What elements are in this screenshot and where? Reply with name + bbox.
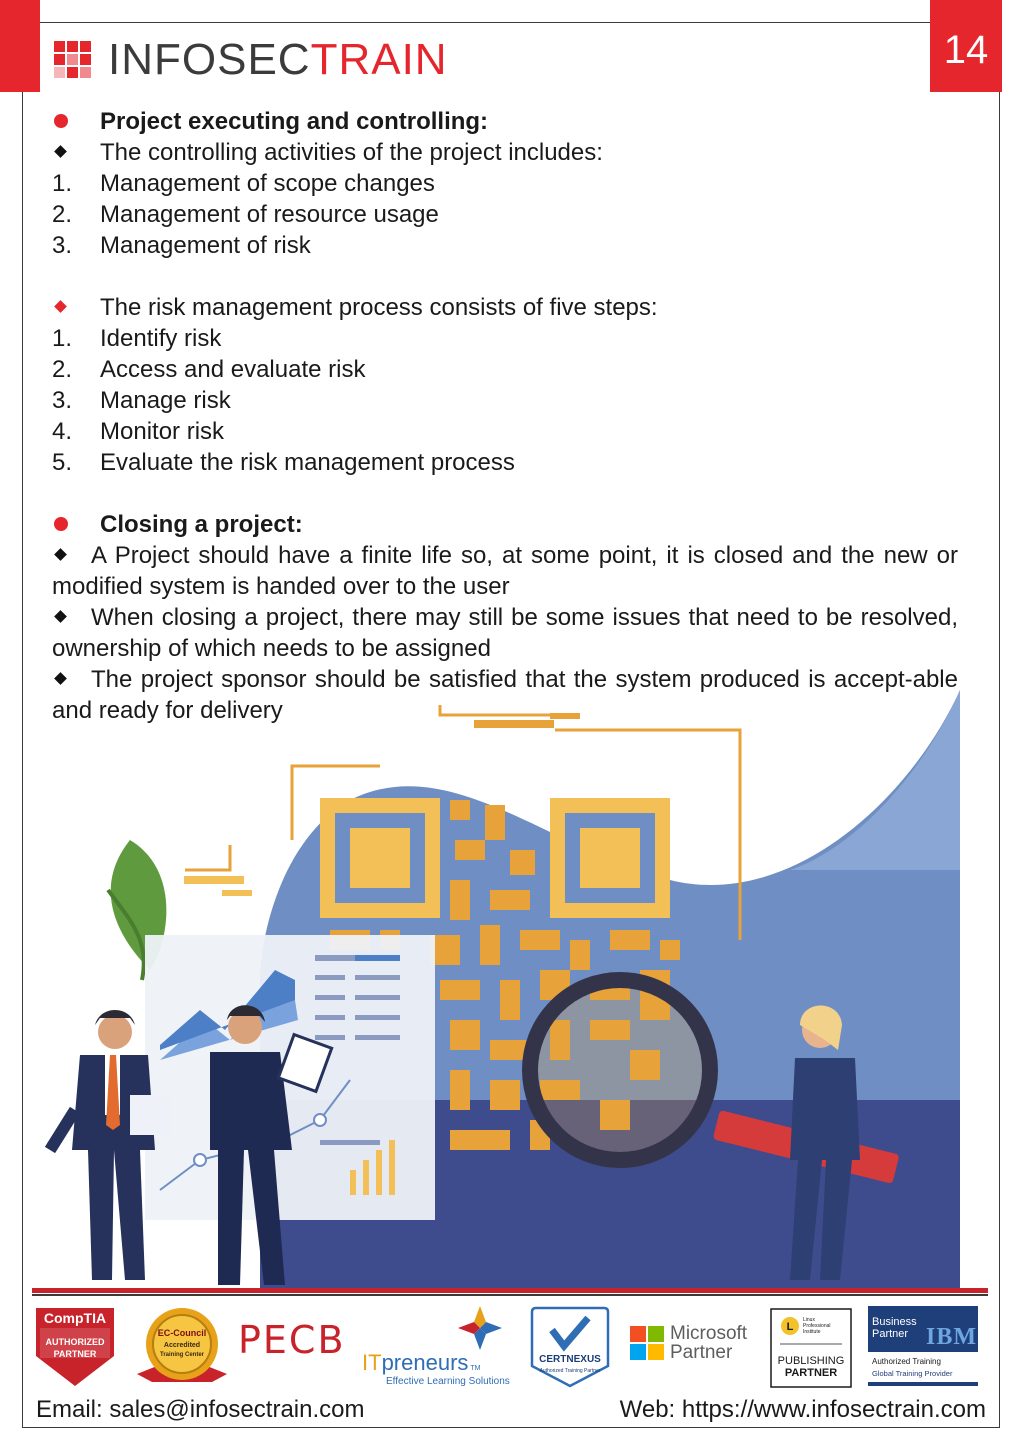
svg-text:Professional: Professional [803, 1323, 831, 1329]
red-dot-icon [54, 517, 68, 531]
svg-text:Institute: Institute [803, 1329, 821, 1335]
pecb-logo: PECB [238, 1318, 346, 1362]
itpreneurs-star-icon [458, 1306, 502, 1350]
svg-text:Partner: Partner [872, 1328, 908, 1340]
certnexus-logo: CERTNEXUS Authorized Training Partner [530, 1306, 610, 1388]
red-diamond-bullet-icon [54, 300, 67, 313]
list-item: 2. Management of resource usage [52, 201, 439, 228]
list-intro: The risk management process consists of … [52, 292, 958, 323]
section-heading: Closing a project: [52, 509, 958, 540]
lpi-publishing-partner-logo: L Linux Professional Institute PUBLISHIN… [770, 1308, 852, 1388]
list-item: 1. Identify risk [52, 325, 222, 352]
diamond-bullet-icon [54, 145, 67, 158]
microsoft-squares-icon [630, 1326, 664, 1360]
main-content: Project executing and controlling: The c… [52, 106, 958, 726]
svg-text:PARTNER: PARTNER [785, 1367, 837, 1379]
brand-logo: INFOSECTRAIN [54, 38, 448, 82]
brand-name: INFOSECTRAIN [108, 35, 448, 84]
logo-grid-icon [54, 41, 91, 78]
footer-dark-rule [32, 1294, 988, 1296]
footer-website: Web: https://www.infosectrain.com [619, 1396, 986, 1423]
comptia-logo: CompTIA AUTHORIZED PARTNER [36, 1308, 114, 1386]
diamond-bullet-icon [54, 610, 67, 623]
ibm-business-partner-logo: Business Partner IBM Authorized Training… [868, 1306, 978, 1386]
list-item: 1. Management of scope changes [52, 170, 435, 197]
paragraph: A Project should have a finite life so, … [52, 542, 958, 600]
list-item: 5. Evaluate the risk management process [52, 449, 515, 476]
svg-text:Authorized Training: Authorized Training [872, 1357, 941, 1366]
list-item: 3. Manage risk [52, 387, 231, 414]
list-item: 4. Monitor risk [52, 418, 225, 445]
svg-text:IBM: IBM [926, 1324, 977, 1350]
paragraph: When closing a project, there may still … [52, 604, 958, 662]
list-item: 2. Access and evaluate risk [52, 356, 366, 383]
svg-text:AUTHORIZED: AUTHORIZED [46, 1337, 105, 1347]
svg-text:Business: Business [872, 1316, 917, 1328]
diamond-bullet-icon [54, 548, 67, 561]
microsoft-partner-logo: Microsoft Partner [630, 1324, 760, 1368]
svg-text:EC-Council: EC-Council [158, 1328, 207, 1338]
svg-text:Accredited: Accredited [164, 1342, 200, 1349]
svg-text:CompTIA: CompTIA [44, 1310, 106, 1326]
footer-email: Email: sales@infosectrain.com [36, 1396, 365, 1423]
svg-text:Authorized Training Partner: Authorized Training Partner [540, 1368, 601, 1374]
footer-red-rule [32, 1288, 988, 1293]
svg-text:CERTNEXUS: CERTNEXUS [539, 1354, 601, 1365]
ec-council-seal: EC-Council Accredited Training Center [137, 1308, 227, 1382]
page-number: 14 [943, 27, 989, 72]
list-item: 3. Management of risk [52, 232, 311, 259]
svg-text:Training Center: Training Center [160, 1352, 205, 1358]
corner-accent [0, 0, 40, 92]
qr-code-business-illustration [44, 690, 960, 1290]
svg-text:L: L [787, 1321, 794, 1333]
svg-text:PUBLISHING: PUBLISHING [778, 1355, 845, 1367]
red-dot-icon [54, 114, 68, 128]
list-intro: The controlling activities of the projec… [52, 137, 958, 168]
svg-text:Linux: Linux [803, 1317, 815, 1323]
svg-text:Global Training Provider: Global Training Provider [872, 1369, 953, 1378]
paragraph: The project sponsor should be satisfied … [52, 666, 958, 724]
section-heading: Project executing and controlling: [52, 106, 958, 137]
page-frame [22, 22, 1000, 1428]
partner-logos: CompTIA AUTHORIZED PARTNER EC-Council Ac… [32, 1302, 988, 1394]
svg-text:PARTNER: PARTNER [54, 1349, 97, 1359]
page-number-badge: 14 [930, 0, 1002, 92]
